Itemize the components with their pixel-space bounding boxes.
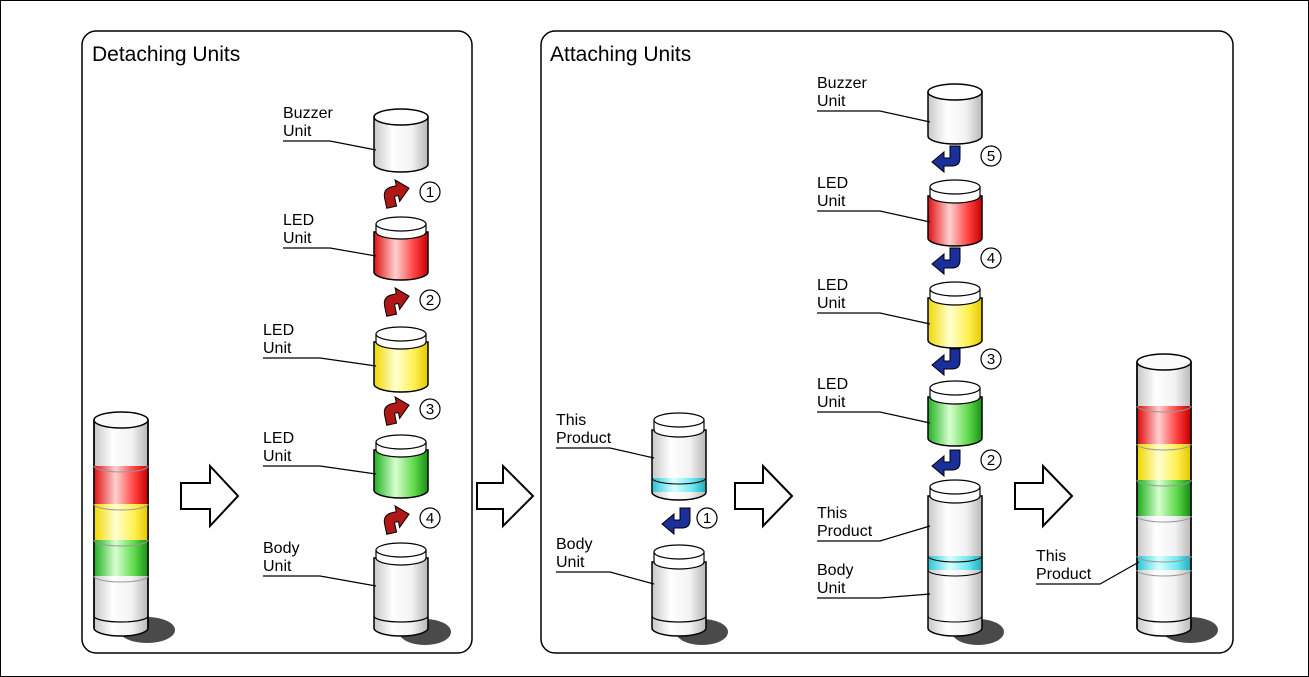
svg-text:4: 4 xyxy=(426,510,434,527)
label-body-unit-middle: Body Unit xyxy=(817,562,931,599)
label-this-product-final: This Product xyxy=(1036,548,1140,585)
body-unit-attaching xyxy=(651,544,728,645)
detach-arrow-4 xyxy=(383,504,410,535)
svg-text:LED: LED xyxy=(263,322,294,339)
svg-text:LED: LED xyxy=(817,376,848,393)
svg-text:LED: LED xyxy=(263,430,294,447)
led-unit-green-attaching xyxy=(927,380,983,447)
process-arrow-3 xyxy=(734,463,794,529)
svg-text:Unit: Unit xyxy=(817,93,846,110)
svg-text:Unit: Unit xyxy=(817,580,846,597)
svg-text:Unit: Unit xyxy=(817,193,846,210)
svg-text:4: 4 xyxy=(987,250,995,267)
detach-step-1: 1 xyxy=(419,181,441,203)
svg-text:Body: Body xyxy=(263,540,299,557)
svg-text:Body: Body xyxy=(817,562,853,579)
svg-text:Unit: Unit xyxy=(283,230,312,247)
detach-step-3: 3 xyxy=(419,398,441,420)
svg-text:2: 2 xyxy=(426,292,434,309)
svg-text:LED: LED xyxy=(817,277,848,294)
process-arrow-1 xyxy=(180,463,240,529)
label-buzzer-unit-detaching: Buzzer Unit xyxy=(283,105,377,151)
attach-step-2: 2 xyxy=(980,449,1002,471)
detach-step-2: 2 xyxy=(419,289,441,311)
attach-step-3: 3 xyxy=(980,348,1002,370)
detach-arrow-1 xyxy=(383,178,410,209)
final-cyan-ring xyxy=(1138,556,1190,570)
svg-text:Unit: Unit xyxy=(556,554,585,571)
svg-text:This: This xyxy=(817,505,847,522)
svg-text:LED: LED xyxy=(817,175,848,192)
detaching-title: Detaching Units xyxy=(92,43,240,66)
tower-yellow-segment xyxy=(94,504,148,540)
svg-text:3: 3 xyxy=(426,401,434,418)
body-unit-detaching xyxy=(373,542,451,645)
led-unit-yellow-attaching xyxy=(927,281,983,349)
label-buzzer-unit-attaching: Buzzer Unit xyxy=(817,75,931,123)
detach-arrow-2 xyxy=(383,286,410,317)
attach-arrow-step-5 xyxy=(931,145,961,174)
this-product-unit-attaching xyxy=(651,412,707,501)
detach-arrow-3 xyxy=(383,395,410,426)
label-led-unit-green-attaching: LED Unit xyxy=(817,376,931,424)
process-arrow-2 xyxy=(476,463,535,529)
attach-step-1: 1 xyxy=(696,507,718,529)
label-body-unit-attaching: Body Unit xyxy=(556,536,655,585)
svg-text:Unit: Unit xyxy=(263,448,292,465)
attach-arrow-step-1 xyxy=(661,507,691,536)
label-this-product-middle: This Product xyxy=(817,505,931,542)
svg-text:Unit: Unit xyxy=(283,123,312,140)
attach-step-4: 4 xyxy=(980,247,1002,269)
label-this-product-attaching: This Product xyxy=(556,412,655,459)
svg-text:1: 1 xyxy=(703,510,711,527)
led-unit-green-detaching xyxy=(373,434,429,499)
svg-text:5: 5 xyxy=(987,148,995,165)
body-with-product-attaching xyxy=(927,479,1004,645)
process-arrow-4 xyxy=(1014,463,1074,529)
svg-text:Buzzer: Buzzer xyxy=(817,75,867,92)
attach-arrow-step-4 xyxy=(931,247,961,276)
svg-text:Product: Product xyxy=(817,523,873,540)
full-tower-attaching xyxy=(1136,353,1218,643)
attach-arrow-step-3 xyxy=(931,348,961,377)
svg-text:3: 3 xyxy=(987,351,995,368)
label-body-unit-detaching: Body Unit xyxy=(263,540,377,587)
detaching-panel xyxy=(81,30,473,654)
label-led-unit-yellow-attaching: LED Unit xyxy=(817,277,931,325)
label-led-unit-green-detaching: LED Unit xyxy=(263,430,377,475)
led-unit-red-attaching xyxy=(927,179,983,247)
svg-text:Unit: Unit xyxy=(263,340,292,357)
svg-text:1: 1 xyxy=(426,184,434,201)
full-tower-detaching xyxy=(93,411,175,643)
svg-text:LED: LED xyxy=(283,212,314,229)
attaching-panel xyxy=(540,30,1234,654)
svg-text:Product: Product xyxy=(556,430,612,447)
led-unit-red-detaching xyxy=(373,216,429,281)
led-unit-yellow-detaching xyxy=(373,326,429,393)
svg-text:2: 2 xyxy=(987,452,995,469)
svg-text:Unit: Unit xyxy=(817,394,846,411)
svg-text:Unit: Unit xyxy=(817,295,846,312)
buzzer-unit-attaching xyxy=(927,83,983,145)
label-led-unit-red-attaching: LED Unit xyxy=(817,175,931,223)
label-led-unit-yellow-detaching: LED Unit xyxy=(263,322,377,367)
svg-text:Unit: Unit xyxy=(263,558,292,575)
svg-text:This: This xyxy=(1036,548,1066,565)
svg-text:Body: Body xyxy=(556,536,592,553)
final-green-segment xyxy=(1138,480,1190,516)
attaching-title: Attaching Units xyxy=(550,43,691,66)
final-yellow-segment xyxy=(1138,444,1190,480)
tower-green-segment xyxy=(94,540,148,576)
detach-step-4: 4 xyxy=(419,507,441,529)
svg-text:This: This xyxy=(556,412,586,429)
attach-arrow-step-2 xyxy=(931,449,961,478)
svg-text:Product: Product xyxy=(1036,566,1092,583)
attach-step-5: 5 xyxy=(980,145,1002,167)
label-led-unit-red-detaching: LED Unit xyxy=(283,212,377,257)
svg-text:Buzzer: Buzzer xyxy=(283,105,333,122)
buzzer-unit-detaching xyxy=(373,108,429,173)
